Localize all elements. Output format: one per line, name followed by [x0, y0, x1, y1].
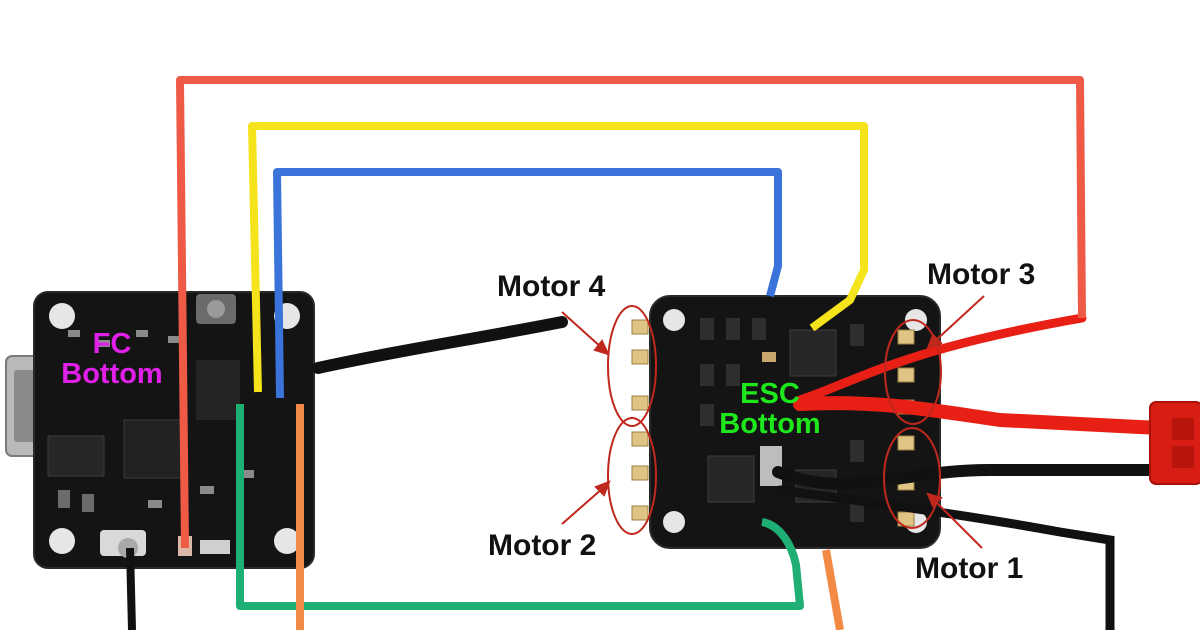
esc-power-solder	[760, 446, 782, 486]
fc-mount-hole	[49, 303, 75, 329]
esc-label-line1: ESC	[740, 378, 800, 410]
orange-wire-right	[822, 549, 844, 630]
motor3-label: Motor 3	[927, 258, 1036, 291]
motor4-label: Motor 4	[497, 270, 606, 303]
motor-highlight-ellipses	[607, 305, 942, 535]
esc-capacitor	[762, 352, 776, 362]
fc-solder-area	[196, 360, 240, 420]
esc-mosfet	[726, 318, 740, 340]
esc-chip	[707, 455, 755, 503]
motor2-ellipse	[607, 417, 657, 535]
blue-wire	[273, 168, 782, 399]
xt30-connector-pin	[1172, 418, 1194, 440]
motor-pad	[631, 505, 649, 521]
fc-mount-hole	[49, 528, 75, 554]
xt30-connector	[1149, 401, 1200, 485]
fc-component	[58, 490, 70, 508]
fc-component	[240, 470, 254, 478]
esc-board-label: ESC Bottom	[700, 378, 840, 440]
motor-pad	[631, 465, 649, 481]
fc-component	[68, 330, 80, 337]
fc-label-line2: Bottom	[61, 357, 163, 390]
esc-mosfet	[752, 318, 766, 340]
motor-arrows	[561, 295, 985, 549]
fc-component	[98, 340, 110, 347]
red-wire	[176, 76, 1086, 549]
esc-mosfet	[726, 364, 740, 386]
motor3-arrowhead	[926, 333, 943, 350]
battery-positive-lead	[793, 396, 1167, 435]
fc-ground-wire	[126, 547, 136, 630]
fc-board-label: FC Bottom	[42, 328, 182, 390]
esc-mosfet	[850, 324, 864, 346]
antenna-wire	[312, 316, 568, 374]
motor-pad	[631, 431, 649, 447]
fc-component	[82, 494, 94, 512]
motor-pad	[631, 319, 649, 335]
motor4-arrowhead	[593, 339, 610, 356]
esc-chip	[789, 329, 837, 377]
green-wire	[236, 404, 804, 610]
fc-label-line1: FC	[92, 328, 132, 360]
motor4-ellipse	[607, 305, 657, 427]
motor1-label: Motor 1	[915, 552, 1024, 585]
motor4-pads	[631, 319, 649, 411]
vbat-lead	[795, 313, 1087, 405]
fc-button-cap	[207, 300, 225, 318]
fc-component	[200, 540, 230, 554]
motor1-arrow	[933, 499, 983, 549]
xt30-connector-pin	[1172, 446, 1194, 468]
motor1-arrowhead	[926, 492, 943, 508]
esc-mount-hole	[663, 309, 685, 331]
motor2-label: Motor 2	[488, 529, 597, 562]
motor1-ellipse	[883, 427, 941, 529]
motor2-pads	[631, 431, 649, 521]
esc-mosfet	[700, 404, 714, 426]
motor3-ellipse	[884, 319, 942, 425]
esc-mount-hole	[663, 511, 685, 533]
esc-mosfet	[700, 318, 714, 340]
usb-connector-inner	[14, 370, 38, 442]
motor-pad	[631, 395, 649, 411]
motor2-arrowhead	[594, 480, 611, 497]
motor2-arrow	[561, 487, 604, 525]
fc-component	[200, 486, 214, 494]
esc-ground-wire	[775, 485, 1115, 630]
fc-component	[136, 330, 148, 337]
motor-pad	[897, 435, 915, 451]
motor-pad	[631, 349, 649, 365]
fc-component	[168, 336, 180, 343]
motor-pad	[897, 329, 915, 345]
motor4-arrow	[561, 311, 603, 349]
yellow-wire	[248, 122, 868, 393]
fc-regulator-chip	[47, 435, 105, 477]
esc-mosfet	[850, 440, 864, 462]
esc-label-line2: Bottom	[719, 407, 821, 440]
motor-pad	[897, 367, 915, 383]
fc-mcu-chip	[123, 419, 183, 479]
fc-mount-hole	[274, 528, 300, 554]
fc-component	[148, 500, 162, 508]
motor3-arrow	[933, 295, 985, 343]
esc-mosfet	[700, 364, 714, 386]
